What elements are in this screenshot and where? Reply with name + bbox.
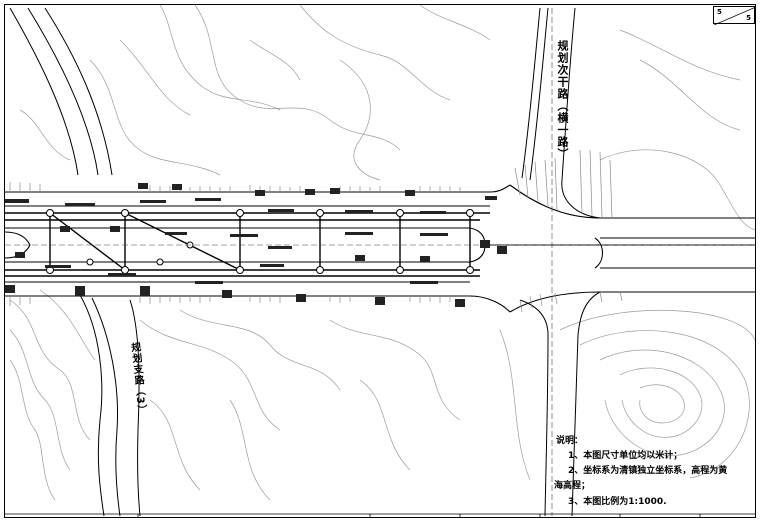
note-item-3: 3、本图比例为1:1000. <box>568 497 667 507</box>
drawing-frame <box>4 4 756 518</box>
branch-road <box>9 7 141 517</box>
sheet-current: 5 <box>717 8 722 16</box>
slope-hatching-upper <box>9 149 613 219</box>
secondary-trunk-road-label: 规划次干路（横一路） <box>556 40 569 160</box>
sheet-number-box: 5 5 <box>713 6 756 25</box>
notes-heading: 说明： <box>556 436 584 446</box>
note-item-1: 1、本图尺寸单位均以米计； <box>568 451 683 461</box>
terrain-contours <box>9 4 756 501</box>
note-item-2: 2、坐标系为清镇独立坐标系，高程为黄 <box>568 466 728 476</box>
sheet-total: 5 <box>746 14 751 22</box>
slope-hatching-lower <box>9 291 623 313</box>
pipe-annotations <box>5 183 507 307</box>
secondary-trunk-road <box>519 7 601 517</box>
sheet-number-divider <box>714 7 756 25</box>
guide-lines <box>5 8 755 516</box>
note-item-2-continued: 海高程； <box>554 481 591 491</box>
